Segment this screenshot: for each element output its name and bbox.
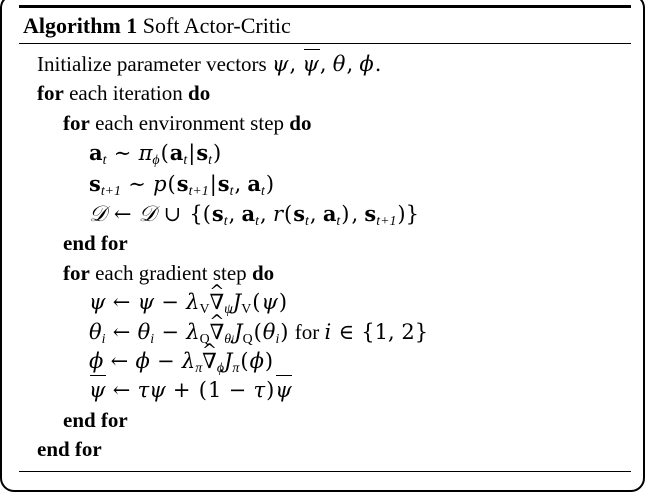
end-for-keyword: end for xyxy=(63,231,128,256)
algorithm-line-update-phi: ϕ ← ϕ − λπ∇ϕJπ(ϕ) xyxy=(19,347,631,376)
do-keyword: do xyxy=(188,81,211,106)
gradient-step-word: gradient step xyxy=(138,260,247,285)
algorithm-line-sample-next-state: st+1 ∼ p(st+1|st, at) xyxy=(89,170,275,198)
end-for-keyword: end for xyxy=(63,407,128,432)
algorithm-title-rule xyxy=(19,43,631,44)
algorithm-line-initialize: Initialize parameter vectors ψ, ψ, θ, ϕ. xyxy=(19,48,631,79)
algorithm-line-for-each-environment-step: for each environment step do xyxy=(19,109,631,138)
algorithm-line-update-theta: θi ← θi − λQ∇θiJQ(θi) for i ∈ {1, 2} xyxy=(19,318,631,347)
algorithm-line-update-replay-buffer: 𝒟 ← 𝒟 ∪ {(st, at, r(st, at), st+1)} xyxy=(89,201,419,228)
algorithm-title: Algorithm 1 Soft Actor-Critic xyxy=(19,8,631,43)
algorithm-line-sample-action: at ∼ πϕ(at|st) xyxy=(89,140,222,168)
algorithm-number: 1 xyxy=(126,13,138,38)
algorithm-line-end-for-gradient: end for xyxy=(19,406,631,435)
theta-index-set: {1, 2} xyxy=(361,319,429,344)
for-word-inline: for xyxy=(294,319,320,344)
algorithm-body: Initialize parameter vectors ψ, ψ, θ, ϕ.… xyxy=(19,44,631,471)
do-keyword: do xyxy=(251,260,275,285)
environment-step-word: environment step xyxy=(138,110,285,135)
for-keyword: for xyxy=(37,81,64,106)
for-keyword: for xyxy=(63,110,90,135)
algorithm-line-update-target-psi: ψ ← τψ + (1 − τ)ψ xyxy=(19,375,631,405)
algorithm-block: Algorithm 1 Soft Actor-Critic Initialize… xyxy=(19,5,631,472)
initialize-label: Initialize parameter vectors xyxy=(37,52,267,76)
end-for-keyword: end for xyxy=(37,437,102,462)
algorithm-line-end-for-iteration: end for xyxy=(19,435,631,464)
for-keyword: for xyxy=(63,260,90,285)
algorithm-name: Soft Actor-Critic xyxy=(142,13,291,38)
do-keyword: do xyxy=(289,110,312,135)
each-word: each xyxy=(95,110,134,135)
algorithm-line-for-each-iteration: for each iteration do xyxy=(19,79,631,108)
each-word: each xyxy=(69,81,108,106)
algorithm-line-update-psi: ψ ← ψ − λV∇ψJV(ψ) xyxy=(19,288,631,317)
algorithm-keyword-label: Algorithm xyxy=(23,13,121,38)
algorithm-top-rule xyxy=(19,5,631,8)
algorithm-line-for-each-gradient-step: for each gradient step do xyxy=(19,259,631,288)
algorithm-line-end-for-environment: end for xyxy=(19,229,631,258)
iteration-word: iteration xyxy=(112,81,183,106)
algorithm-bottom-rule xyxy=(19,470,631,472)
each-word: each xyxy=(95,260,134,285)
